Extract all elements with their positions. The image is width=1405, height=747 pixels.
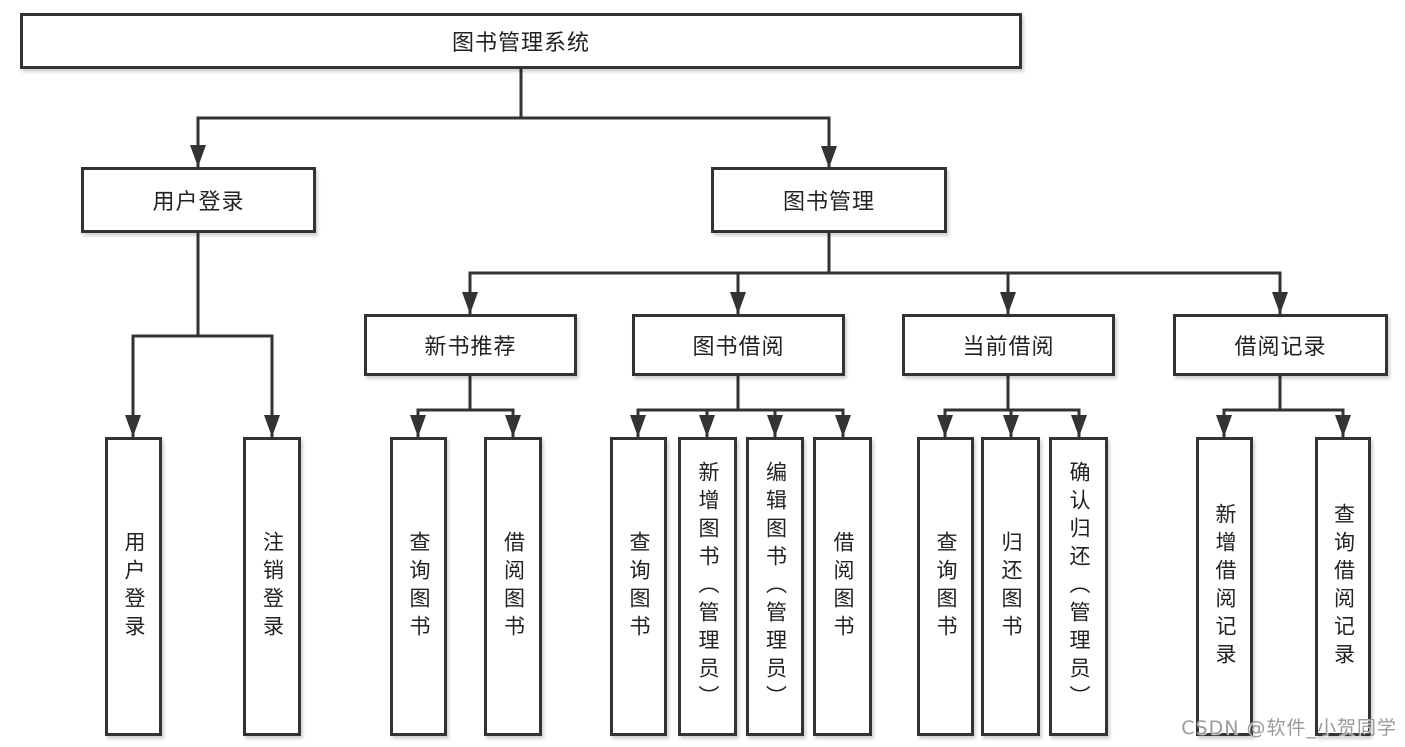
- leaf-confirm-return-admin: 确认归还（管理员）: [1049, 437, 1108, 736]
- leaf-user-login: 用户登录: [105, 437, 162, 736]
- node-label: 图书管理系统: [451, 31, 590, 56]
- leaf-add-books-admin: 新增图书（管理员）: [678, 437, 737, 736]
- node-current-borrowing: 当前借阅: [902, 314, 1115, 376]
- node-label: 编辑图书（管理员）: [763, 460, 788, 713]
- node-new-book-recommendation: 新书推荐: [364, 314, 577, 376]
- leaf-return-books: 归还图书: [981, 437, 1040, 736]
- node-label: 新增借阅记录: [1213, 502, 1237, 671]
- node-label: 查询图书: [934, 530, 958, 643]
- leaf-logout: 注销登录: [243, 437, 301, 736]
- leaf-query-books-borrowing: 查询图书: [610, 437, 667, 736]
- leaf-query-borrow-record: 查询借阅记录: [1315, 437, 1371, 736]
- node-label: 归还图书: [999, 530, 1023, 643]
- leaf-borrow-books-recommend: 借阅图书: [484, 437, 542, 736]
- connector-arrows: [125, 118, 1351, 437]
- node-label: 借阅记录: [1234, 335, 1327, 360]
- node-label: 图书管理: [782, 190, 875, 215]
- leaf-edit-books-admin: 编辑图书（管理员）: [746, 437, 804, 736]
- leaf-add-borrow-record: 新增借阅记录: [1196, 437, 1253, 736]
- leaf-query-books-current: 查询图书: [917, 437, 974, 736]
- node-label: 图书借阅: [692, 335, 785, 360]
- node-label: 查询借阅记录: [1331, 502, 1356, 671]
- node-label: 用户登录: [122, 530, 146, 643]
- node-borrowing-records: 借阅记录: [1173, 314, 1388, 376]
- node-book-borrowing: 图书借阅: [632, 314, 845, 376]
- node-label: 新增图书（管理员）: [696, 460, 720, 713]
- connector-trunks: [131, 67, 1345, 412]
- node-label: 确认归还（管理员）: [1067, 460, 1091, 713]
- node-library-management-system: 图书管理系统: [20, 13, 1022, 69]
- csdn-watermark: CSDN @软件_小贺同学: [1181, 717, 1397, 739]
- node-label: 查询图书: [407, 530, 431, 643]
- leaf-borrow-books: 借阅图书: [813, 437, 872, 736]
- node-label: 注销登录: [260, 530, 285, 643]
- node-label: 新书推荐: [424, 335, 517, 360]
- node-book-management: 图书管理: [711, 167, 947, 233]
- node-user-login: 用户登录: [81, 167, 316, 233]
- node-label: 用户登录: [152, 190, 245, 215]
- node-label: 查询图书: [627, 530, 651, 643]
- node-label: 借阅图书: [831, 530, 855, 643]
- node-label: 借阅图书: [501, 530, 526, 643]
- leaf-query-books-recommend: 查询图书: [390, 437, 447, 736]
- node-label: 当前借阅: [962, 335, 1055, 360]
